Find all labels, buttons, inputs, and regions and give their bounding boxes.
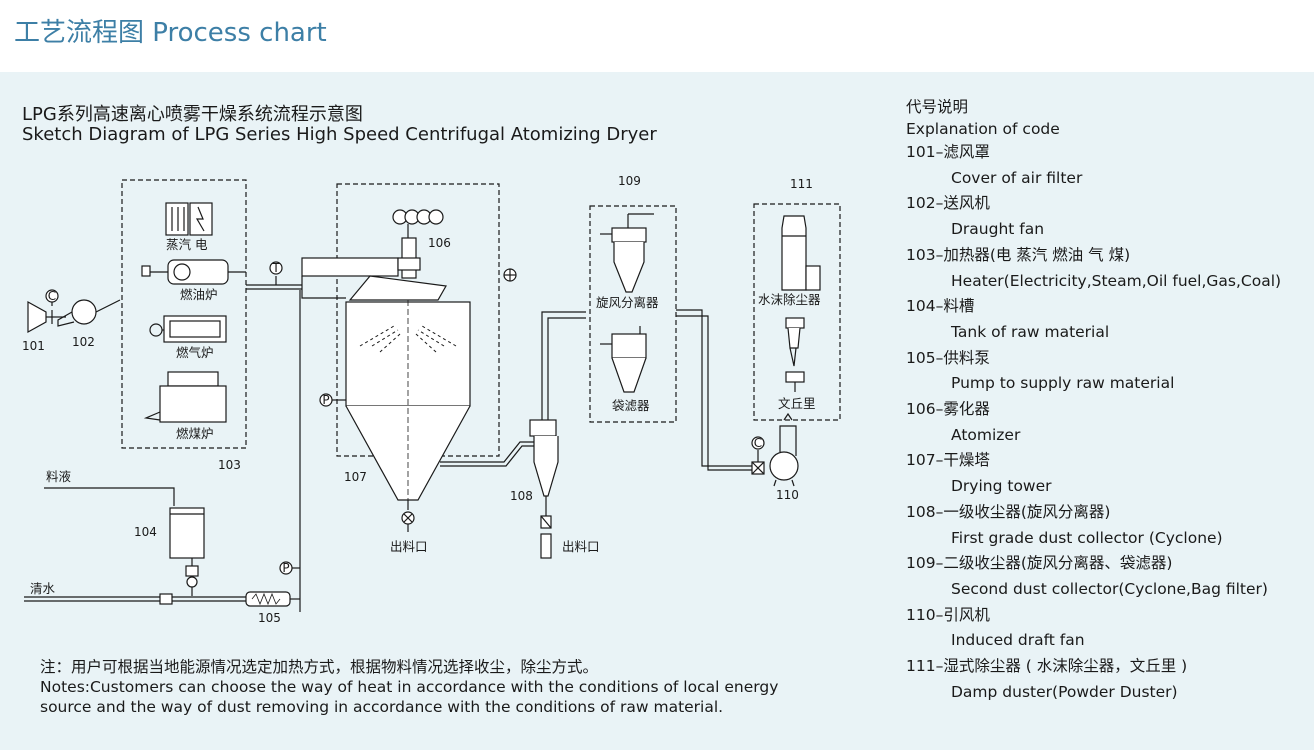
control-gauge <box>751 436 765 450</box>
legend-item: 102–送风机 Draught fan <box>906 191 1306 242</box>
legend-item: 103–加热器(电 蒸汽 燃油 气 煤) Heater(Electricity,… <box>906 243 1306 294</box>
hot-air-distributor <box>301 257 447 301</box>
gauge-letter: P <box>322 393 329 407</box>
legend-code: 109–二级收尘器(旋风分离器、袋滤器) <box>906 554 1173 573</box>
label-coal-furnace: 燃煤炉 <box>176 426 214 441</box>
diagram-subtitle: Sketch Diagram of LPG Series High Speed … <box>22 124 657 145</box>
process-diagram: C T P P C 101 102 103 104 105 106 107 10… <box>22 174 841 625</box>
legend-code: 105–供料泵 <box>906 348 990 367</box>
label-cyclone: 旋风分离器 <box>596 295 659 310</box>
water-foam-duster <box>781 215 821 291</box>
gas-furnace <box>149 315 227 343</box>
label-106: 106 <box>428 236 451 250</box>
legend-code: 103–加热器(电 蒸汽 燃油 气 煤) <box>906 245 1131 264</box>
label-110: 110 <box>776 488 799 502</box>
steam-electric-heater <box>165 202 213 236</box>
induced-draft-fan <box>751 412 799 487</box>
first-cyclone <box>529 311 586 559</box>
label-102: 102 <box>72 335 95 349</box>
label-105: 105 <box>258 611 281 625</box>
atomizer <box>392 209 444 323</box>
label-water-duster: 水沫除尘器 <box>758 292 821 307</box>
label-clean-water: 清水 <box>30 581 56 596</box>
bag-filter <box>600 326 647 393</box>
legend-item: 101–滤风罩 Cover of air filter <box>906 140 1306 191</box>
legend-description: Atomizer <box>951 425 1021 444</box>
second-cyclone <box>600 213 654 293</box>
raw-material-tank <box>44 487 205 596</box>
legend-item: 106–雾化器 Atomizer <box>906 397 1306 448</box>
notes: 注：用户可根据当地能源情况选定加热方式，根据物料情况选择收尘，除尘方式。 Not… <box>40 657 778 717</box>
legend-item: 107–干燥塔 Drying tower <box>906 448 1306 499</box>
legend-heading-cn: 代号说明 <box>906 98 969 116</box>
label-oil-furnace: 燃油炉 <box>180 287 218 302</box>
legend-item: 105–供料泵 Pump to supply raw material <box>906 346 1306 397</box>
legend-item: 104–料槽 Tank of raw material <box>906 294 1306 345</box>
legend-code: 102–送风机 <box>906 194 990 213</box>
oil-furnace <box>141 259 246 285</box>
label-feed-liquid: 料液 <box>46 469 72 484</box>
legend-code: 106–雾化器 <box>906 400 990 419</box>
diagram-title: LPG系列高速离心喷雾干燥系统流程示意图 <box>22 104 363 125</box>
legend-description: Damp duster(Powder Duster) <box>951 682 1178 701</box>
label-109: 109 <box>618 174 641 188</box>
feed-pump <box>24 290 301 612</box>
legend-description: Heater(Electricity,Steam,Oil fuel,Gas,Co… <box>951 271 1282 290</box>
legend-description: First grade dust collector (Cyclone) <box>951 528 1223 547</box>
air-filter-cover <box>27 300 56 334</box>
notes-en-line1: Notes:Customers can choose the way of he… <box>40 678 779 696</box>
label-steam-electric: 蒸汽 电 <box>166 237 208 252</box>
notes-cn: 注：用户可根据当地能源情况选定加热方式，根据物料情况选择收尘，除尘方式。 <box>40 658 599 676</box>
legend-description: Drying tower <box>951 477 1052 496</box>
legend-code: 104–料槽 <box>906 297 975 316</box>
gauge-letter: C <box>48 289 56 303</box>
draught-fan <box>51 299 121 327</box>
legend-description: Induced draft fan <box>951 631 1085 650</box>
temperature-gauge <box>269 261 283 275</box>
legend-code: 111–湿式除尘器 ( 水沫除尘器，文丘里 ) <box>906 657 1188 676</box>
second-collector-box <box>589 205 677 423</box>
legend: 代号说明 Explanation of code 101–滤风罩 Cover o… <box>906 96 1306 705</box>
label-103: 103 <box>218 458 241 472</box>
legend-description: Pump to supply raw material <box>951 374 1175 393</box>
label-108: 108 <box>510 489 533 503</box>
legend-description: Tank of raw material <box>951 322 1110 341</box>
legend-code: 110–引风机 <box>906 605 990 624</box>
gauge-letter: P <box>282 561 289 575</box>
legend-description: Draught fan <box>951 220 1045 239</box>
control-gauge <box>45 289 59 303</box>
legend-description: Second dust collector(Cyclone,Bag filter… <box>951 579 1268 598</box>
legend-code: 108–一级收尘器(旋风分离器) <box>906 502 1111 521</box>
label-gas-furnace: 燃气炉 <box>176 345 214 360</box>
gauge-letter: C <box>754 436 762 450</box>
label-outlet: 出料口 <box>562 539 600 554</box>
drying-tower <box>345 300 471 532</box>
label-107: 107 <box>344 470 367 484</box>
venturi <box>785 317 805 392</box>
coal-furnace <box>143 371 227 423</box>
label-outlet: 出料口 <box>390 539 428 554</box>
label-101: 101 <box>22 339 45 353</box>
legend-item: 108–一级收尘器(旋风分离器) First grade dust collec… <box>906 500 1306 551</box>
wet-duster-box <box>753 203 841 421</box>
label-111: 111 <box>790 177 813 191</box>
legend-item: 111–湿式除尘器 ( 水沫除尘器，文丘里 ) Damp duster(Powd… <box>906 654 1306 705</box>
legend-item: 109–二级收尘器(旋风分离器、袋滤器) Second dust collect… <box>906 551 1306 602</box>
legend-description: Cover of air filter <box>951 168 1083 187</box>
label-104: 104 <box>134 525 157 539</box>
header: 工艺流程图 Process chart <box>0 0 1314 70</box>
legend-code: 101–滤风罩 <box>906 143 990 161</box>
heater-box <box>121 179 247 449</box>
legend-code: 107–干燥塔 <box>906 451 990 470</box>
notes-en-line2: source and the way of dust removing in a… <box>40 698 724 716</box>
legend-heading-en: Explanation of code <box>906 120 1060 138</box>
label-venturi: 文丘里 <box>778 396 816 411</box>
gauge-letter: T <box>271 261 280 275</box>
label-bag-filter: 袋滤器 <box>612 398 650 413</box>
page-title: 工艺流程图 Process chart <box>14 18 327 48</box>
legend-item: 110–引风机 Induced draft fan <box>906 603 1306 654</box>
